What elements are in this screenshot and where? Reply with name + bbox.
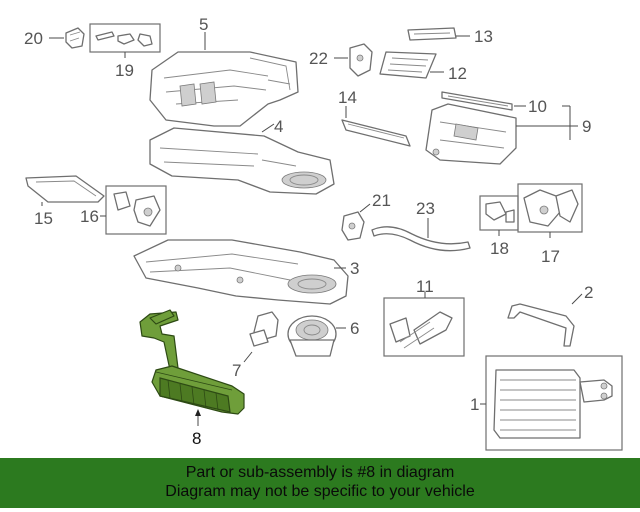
part-10[interactable] (441, 91, 513, 111)
label-3: 3 (350, 259, 359, 278)
label-5: 5 (199, 15, 208, 34)
label-7: 7 (232, 361, 241, 380)
label-22: 22 (309, 49, 328, 68)
part-16[interactable] (105, 185, 167, 235)
part-22[interactable] (349, 43, 373, 77)
part-21[interactable] (341, 211, 365, 241)
part-13[interactable] (407, 27, 457, 41)
part-23[interactable] (371, 226, 471, 252)
label-23: 23 (416, 199, 435, 218)
label-16: 16 (80, 207, 99, 226)
part-5[interactable] (149, 51, 299, 127)
label-20: 20 (24, 29, 43, 48)
label-8: 8 (192, 429, 201, 448)
info-banner: Part or sub-assembly is #8 in diagram Di… (0, 458, 640, 508)
label-21: 21 (372, 191, 391, 210)
part-15[interactable] (25, 175, 105, 203)
part-20[interactable] (65, 27, 85, 49)
part-6[interactable] (287, 315, 337, 357)
part-14[interactable] (341, 119, 411, 147)
part-8-heater-core[interactable] (139, 309, 245, 415)
label-1: 1 (470, 395, 479, 414)
label-19: 19 (115, 61, 134, 80)
banner-line-2: Diagram may not be specific to your vehi… (165, 483, 475, 500)
part-1[interactable] (485, 355, 623, 451)
banner-line-1: Part or sub-assembly is #8 in diagram (185, 464, 455, 481)
part-18[interactable] (479, 195, 519, 231)
part-17[interactable] (517, 183, 583, 233)
label-14: 14 (338, 88, 357, 107)
label-10: 10 (528, 97, 547, 116)
label-9: 9 (582, 117, 591, 136)
label-11: 11 (416, 277, 434, 296)
label-2: 2 (584, 283, 593, 302)
label-4: 4 (274, 117, 283, 136)
label-12: 12 (448, 64, 467, 83)
label-6: 6 (350, 319, 359, 338)
label-13: 13 (474, 27, 493, 46)
label-17: 17 (541, 247, 560, 266)
part-7[interactable] (249, 311, 279, 347)
part-4[interactable] (149, 127, 335, 195)
part-3[interactable] (133, 239, 349, 305)
part-9[interactable] (425, 103, 517, 165)
part-2[interactable] (507, 303, 575, 347)
label-15: 15 (34, 209, 53, 228)
part-12[interactable] (379, 51, 437, 79)
label-18: 18 (490, 239, 509, 258)
part-19[interactable] (89, 23, 161, 53)
part-11[interactable] (383, 297, 465, 357)
